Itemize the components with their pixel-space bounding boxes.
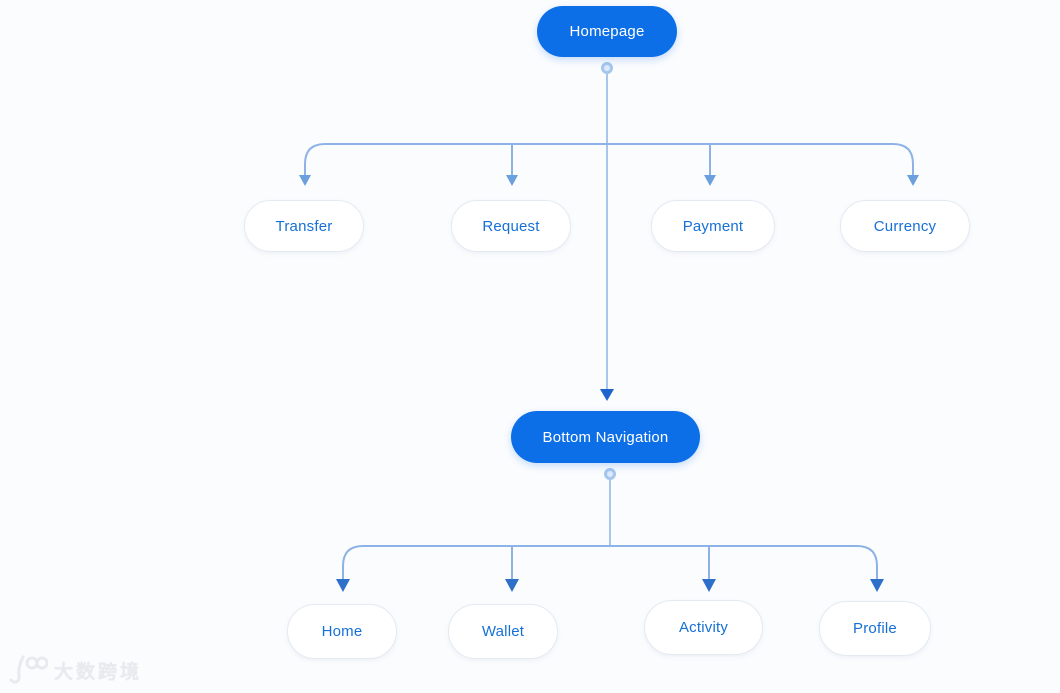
arrow-down-icon xyxy=(704,175,716,186)
node-request[interactable]: Request xyxy=(451,200,571,252)
node-wallet[interactable]: Wallet xyxy=(448,604,558,659)
arrow-down-icon xyxy=(702,579,716,592)
connector-bottom-nav-to-branch xyxy=(604,468,616,546)
node-home[interactable]: Home xyxy=(287,604,397,659)
branch-bottom-lines xyxy=(342,545,878,580)
watermark-text: 大数跨境 xyxy=(54,661,143,683)
branch-top xyxy=(299,143,919,186)
node-profile[interactable]: Profile xyxy=(819,601,931,656)
node-bottom-navigation[interactable]: Bottom Navigation xyxy=(511,411,700,463)
arrow-down-icon xyxy=(870,579,884,592)
arrow-down-icon xyxy=(336,579,350,592)
100-swoosh-logo-icon xyxy=(9,655,48,684)
node-transfer[interactable]: Transfer xyxy=(244,200,364,252)
node-activity[interactable]: Activity xyxy=(644,600,763,655)
arrow-down-icon xyxy=(600,389,614,401)
connector-homepage-to-bottom-nav xyxy=(600,62,614,401)
branch-bottom xyxy=(336,545,884,592)
arrow-down-icon xyxy=(907,175,919,186)
node-payment[interactable]: Payment xyxy=(651,200,775,252)
node-currency[interactable]: Currency xyxy=(840,200,970,252)
arrow-down-icon xyxy=(506,175,518,186)
connector-ring-bottom xyxy=(604,468,616,480)
watermark: 大数跨境 xyxy=(8,654,142,686)
arrow-down-icon xyxy=(505,579,519,592)
node-homepage[interactable]: Homepage xyxy=(537,6,677,57)
branch-top-lines xyxy=(304,143,914,178)
connector-ring-top xyxy=(601,62,613,74)
arrow-down-icon xyxy=(299,175,311,186)
